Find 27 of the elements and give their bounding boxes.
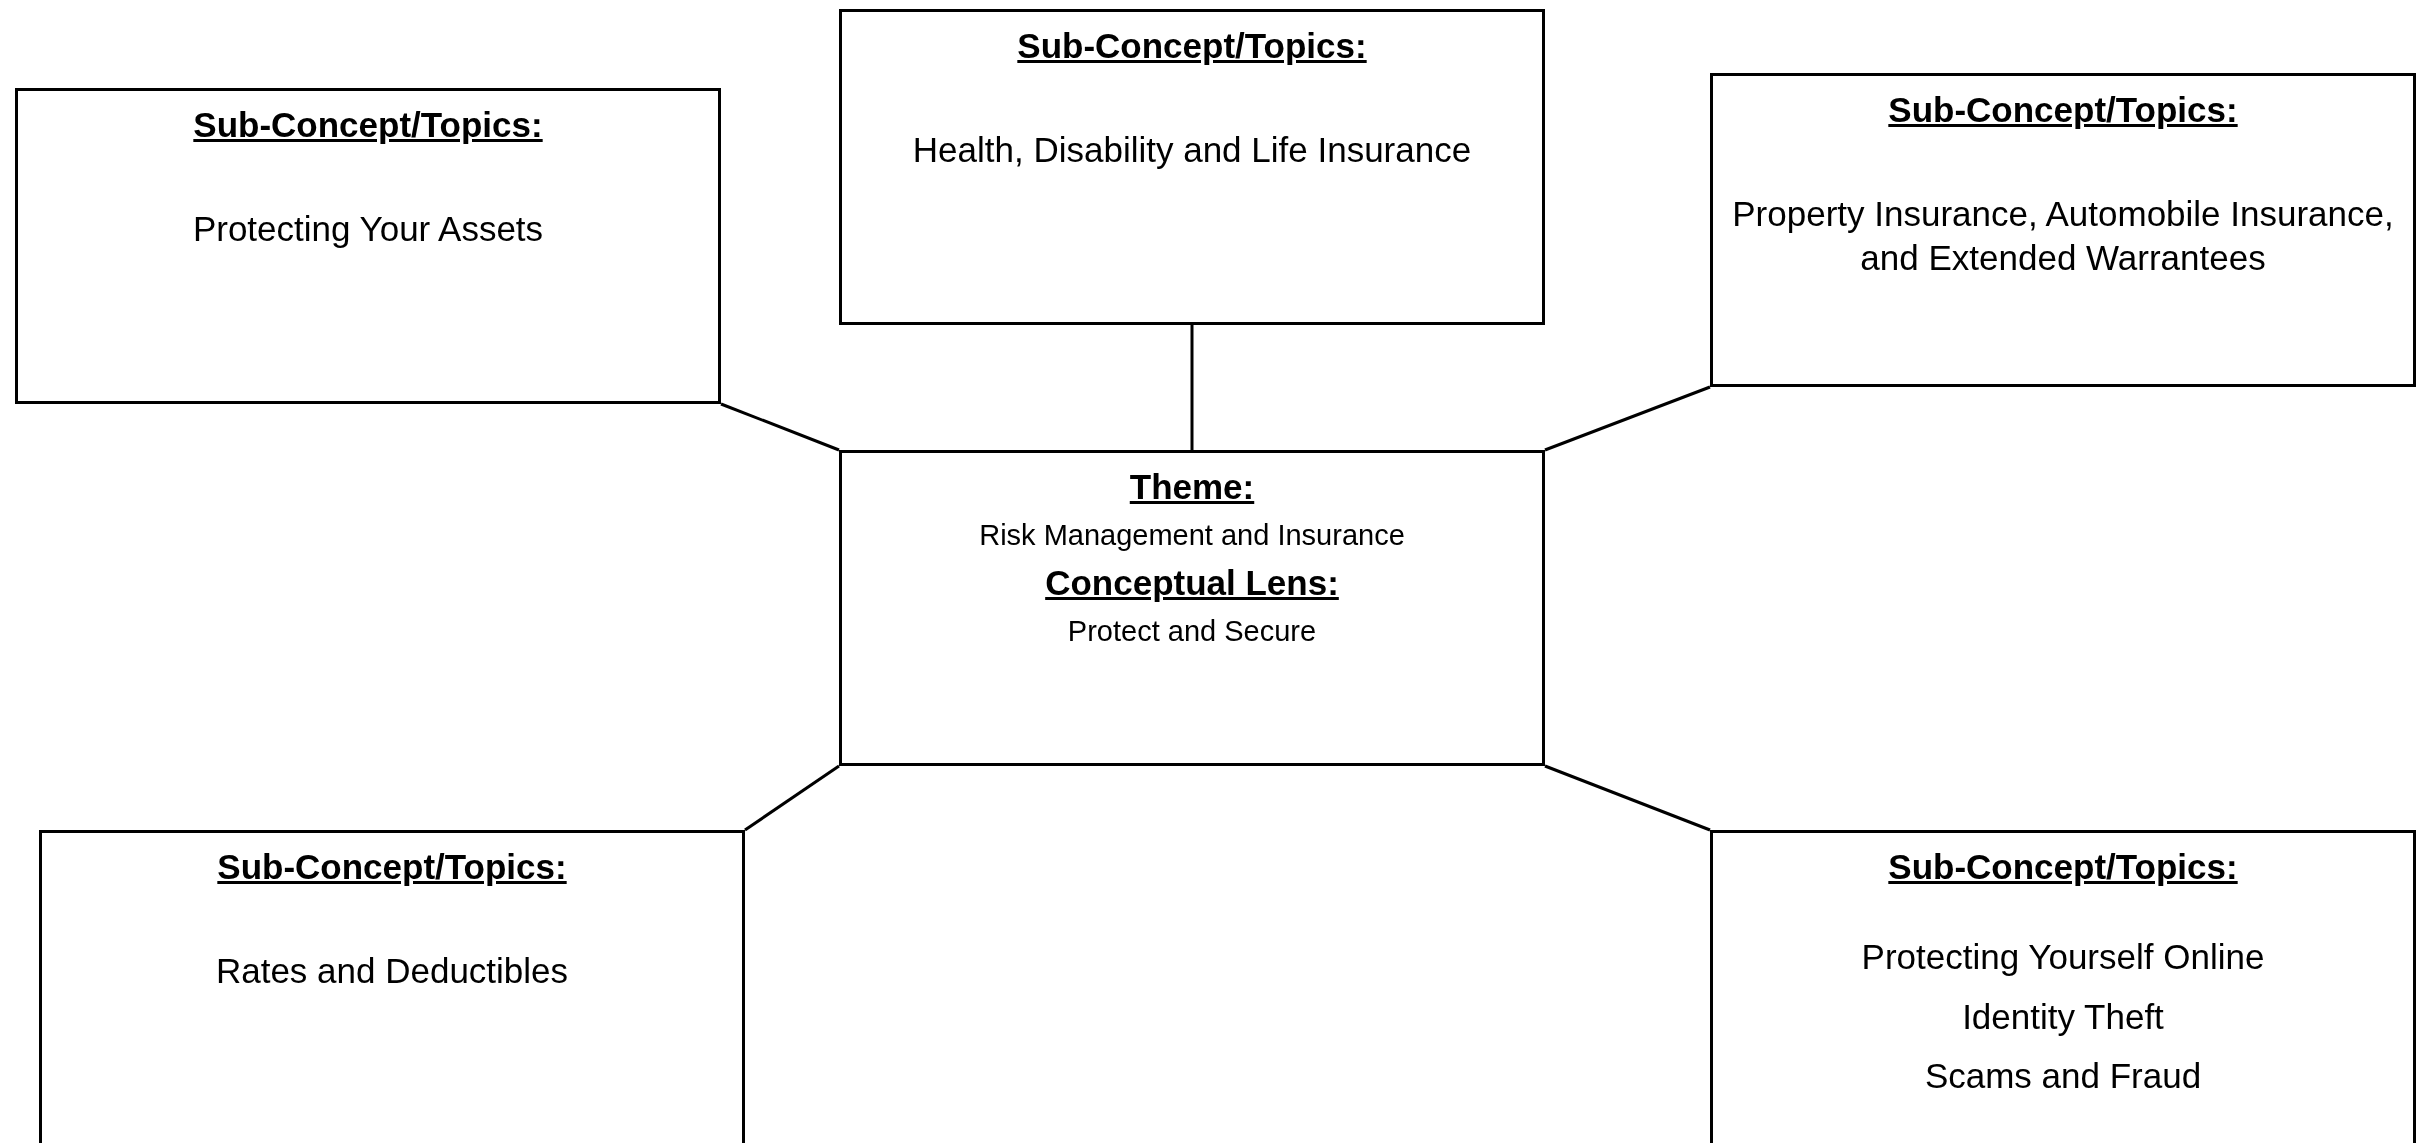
topic-text: Protect and Secure: [1067, 613, 1317, 649]
heading: Theme:: [1129, 466, 1255, 508]
heading: Sub-Concept/Topics:: [217, 846, 567, 888]
topic-box: [39, 830, 745, 1143]
topic-text: Scams and Fraud: [1924, 1055, 2202, 1098]
topic-text: Property Insurance, Automobile Insurance, and Extended Warrantees: [1731, 192, 2395, 279]
connector-line: [1544, 385, 1711, 452]
heading: Sub-Concept/Topics:: [1017, 25, 1367, 67]
connector-line: [744, 764, 840, 832]
topic-text: Identity Theft: [1962, 995, 2164, 1038]
heading: Conceptual Lens:: [1045, 562, 1339, 604]
topic-text: Health, Disability and Life Insurance: [912, 128, 1472, 171]
heading: Sub-Concept/Topics:: [1888, 89, 2238, 131]
topic-text: Protecting Your Assets: [192, 207, 544, 250]
topic-text: Rates and Deductibles: [215, 949, 569, 992]
heading: Sub-Concept/Topics:: [1888, 846, 2238, 888]
heading: Sub-Concept/Topics:: [193, 104, 543, 146]
theme-box: [839, 450, 1545, 766]
topic-text: Risk Management and Insurance: [979, 517, 1405, 553]
topic-text: Protecting Yourself Online: [1861, 935, 2265, 978]
connector-line: [1190, 325, 1194, 450]
topic-box: [1710, 830, 2416, 1143]
connector-line: [1544, 764, 1711, 832]
topic-box: [1710, 73, 2416, 387]
topic-box: [15, 88, 721, 404]
topic-box: [839, 9, 1545, 325]
connector-line: [720, 402, 840, 452]
